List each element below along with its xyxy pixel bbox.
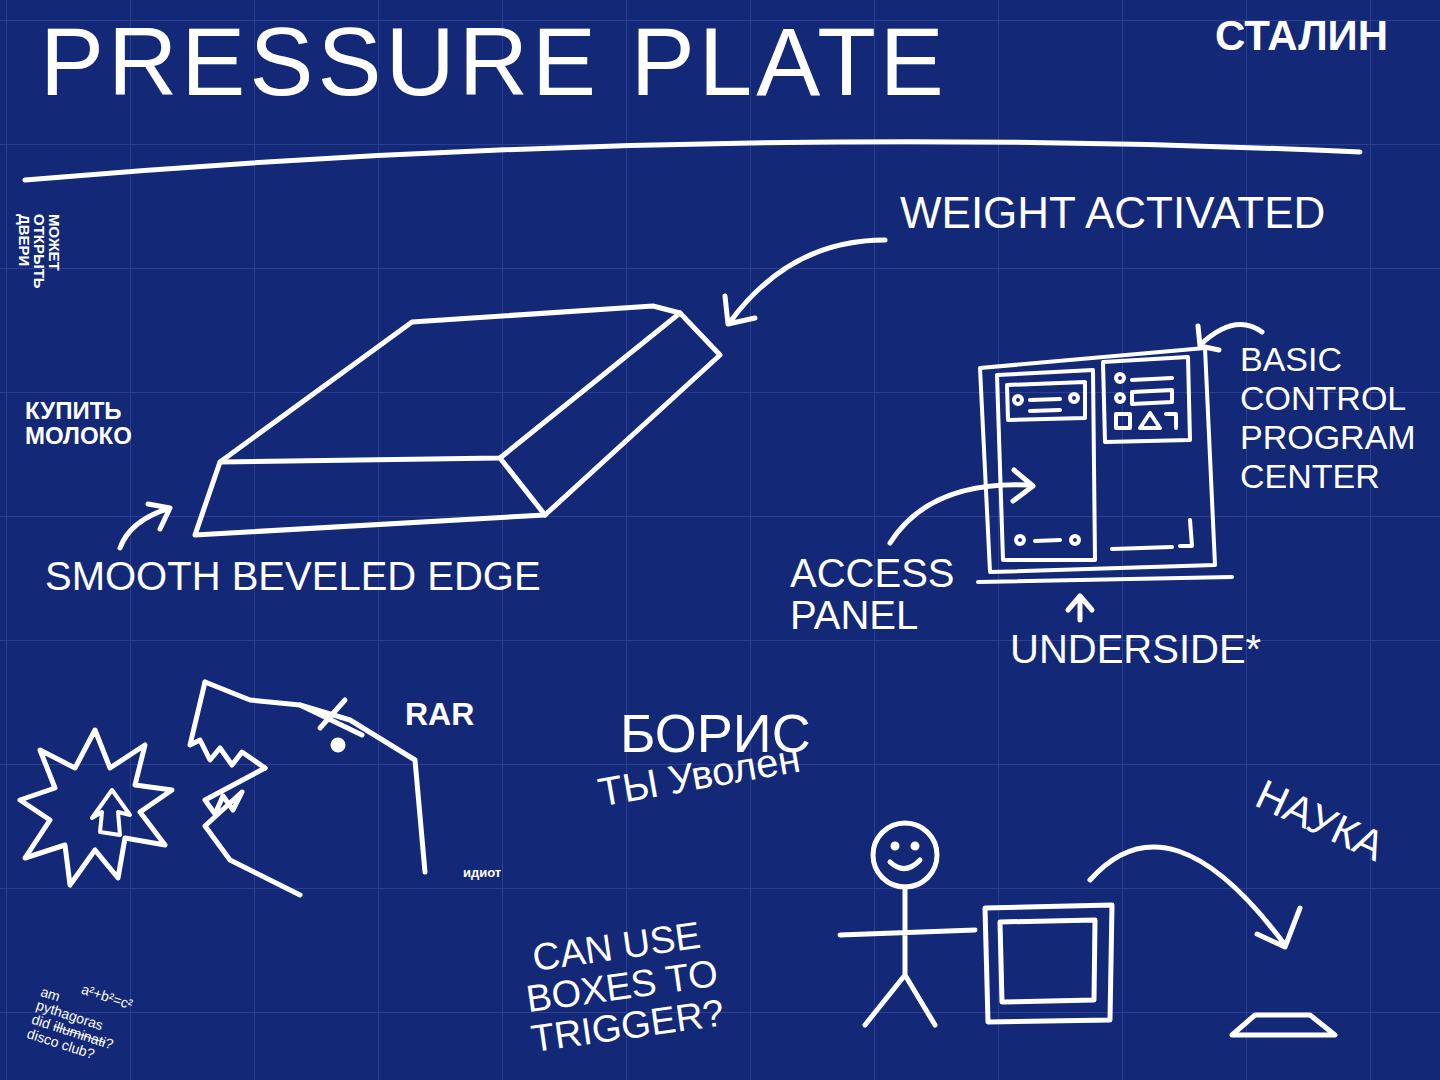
diagram-title: PRESSURE PLATE (40, 12, 948, 113)
leader-arrow (1068, 596, 1092, 620)
leader-arrow (725, 240, 885, 324)
title-underline (25, 142, 1360, 180)
pressure-plate-sketch (195, 306, 720, 535)
control-panel-sketch (978, 348, 1232, 582)
scribble-note: идиот (463, 866, 501, 880)
margin-note: КУПИТЬ МОЛОКО (25, 398, 132, 448)
callout-label: WEIGHT ACTIVATED (900, 190, 1325, 236)
sound-effect: RAR (405, 698, 474, 732)
corner-note: СТАЛИН (1215, 14, 1388, 58)
margin-note: МОЖЕТ ОТКРЫТЬ ДВЕРИ (17, 214, 62, 289)
callout-label: ACCESS PANEL (790, 552, 955, 636)
stick-figure-sketch (840, 823, 1335, 1035)
callout-label: BASIC CONTROL PROGRAM CENTER (1240, 340, 1416, 496)
leader-arrow (120, 504, 170, 548)
callout-label: UNDERSIDE* (1010, 628, 1261, 670)
leader-arrow (890, 470, 1033, 543)
callout-label: SMOOTH BEVELED EDGE (45, 556, 541, 596)
monster-sketch (20, 682, 425, 895)
